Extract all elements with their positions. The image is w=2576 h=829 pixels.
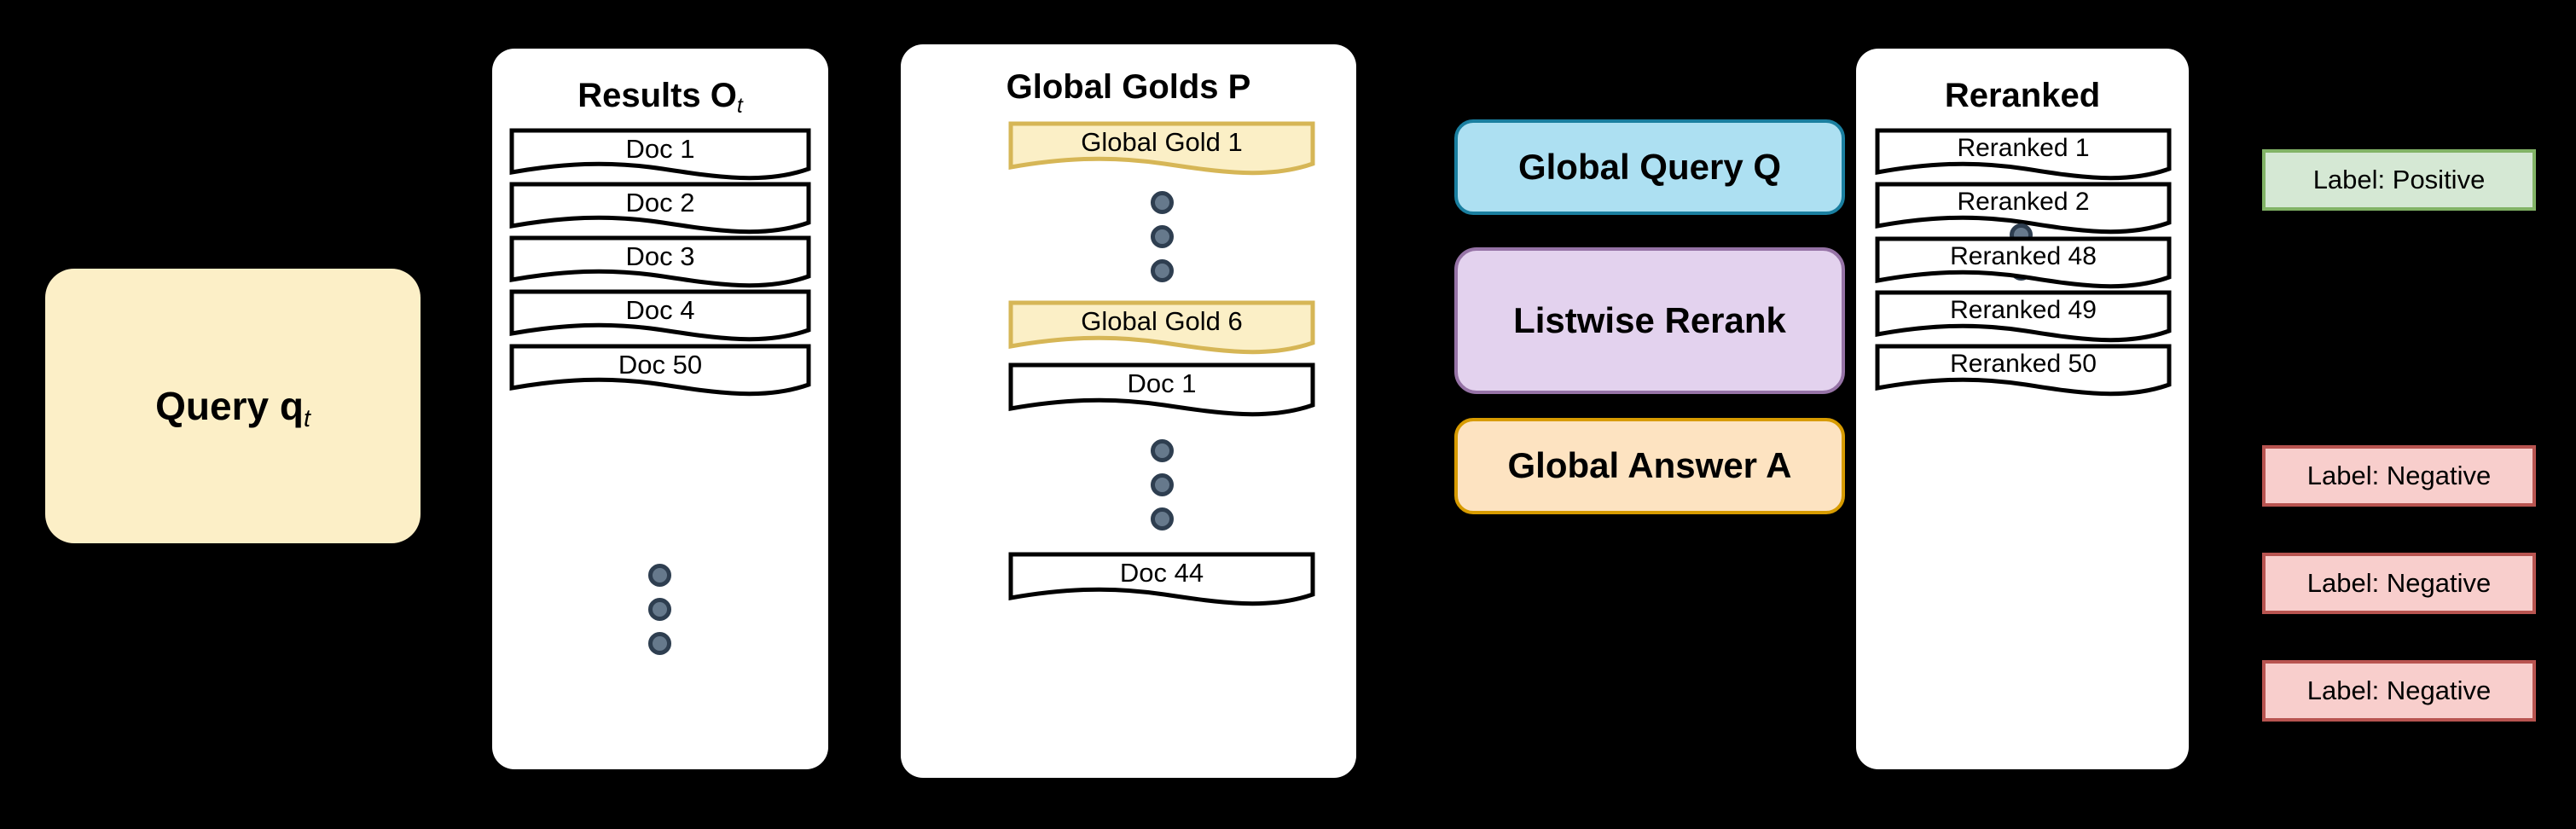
status-badge-label: Label: Negative (2306, 461, 2492, 490)
doc-item-label: Doc 1 (1127, 368, 1197, 398)
reranked-item-label: Reranked 50 (1950, 350, 2097, 378)
doc-item-label: Doc 44 (1119, 558, 1204, 588)
global-gold-item-label: Global Gold 6 (1081, 306, 1243, 336)
reranked-item-label: Reranked 2 (1957, 188, 2090, 216)
global-gold-item-label: Global Gold 1 (1081, 127, 1243, 157)
listwise-rerank-node[interactable]: Listwise Rerank (1454, 247, 1845, 394)
ellipsis-dot (1151, 259, 1174, 282)
reranked-item[interactable]: Reranked 2 (1875, 182, 2172, 235)
query-node-subscript: t (303, 405, 310, 433)
reranked-item-label: Reranked 49 (1950, 296, 2097, 324)
reranked-item-label: Reranked 1 (1957, 134, 2090, 162)
results-panel-title-text: Results O (577, 77, 737, 114)
doc-item[interactable]: Doc 3 (509, 235, 811, 288)
reranked-item-label: Reranked 48 (1950, 242, 2097, 270)
global-answer-node-label: Global Answer A (1507, 445, 1792, 486)
doc-item-label: Doc 3 (625, 241, 695, 271)
global-query-node-label: Global Query Q (1517, 146, 1782, 187)
status-badge-negative: Label: Negative (2262, 660, 2536, 722)
doc-item[interactable]: Doc 2 (509, 182, 811, 235)
query-node-label: Query qt (155, 383, 310, 432)
doc-item[interactable]: Doc 50 (509, 344, 811, 397)
listwise-rerank-node-label: Listwise Rerank (1513, 299, 1786, 340)
doc-item-label: Doc 2 (625, 188, 695, 217)
doc-item[interactable]: Doc 44 (1008, 552, 1315, 606)
ellipsis-dot (648, 564, 671, 587)
vertical-ellipsis-icon (648, 564, 671, 655)
reranked-panel: Reranked Reranked 1 Reranked 2 Reranked … (1856, 49, 2189, 769)
doc-item-label: Doc 4 (625, 295, 695, 325)
global-gold-item[interactable]: Global Gold 6 (1008, 300, 1315, 355)
reranked-item[interactable]: Reranked 50 (1875, 344, 2172, 397)
global-answer-node[interactable]: Global Answer A (1454, 418, 1845, 514)
ellipsis-dot (1151, 225, 1174, 248)
results-panel-title-subscript: t (736, 95, 743, 119)
doc-item[interactable]: Doc 1 (509, 128, 811, 181)
doc-item-label: Doc 1 (625, 134, 695, 164)
status-badge-label: Label: Negative (2306, 568, 2492, 598)
status-badge-positive: Label: Positive (2262, 149, 2536, 211)
vertical-ellipsis-icon (1151, 439, 1174, 530)
ellipsis-dot (1151, 473, 1174, 496)
query-node[interactable]: Query qt (45, 269, 421, 543)
golds-panel: Global Golds P Global Gold 1 Global Gold… (901, 44, 1356, 778)
ellipsis-dot (648, 632, 671, 655)
status-badge-label: Label: Negative (2306, 675, 2492, 705)
results-panel-title: Results Ot (492, 77, 828, 119)
golds-panel-title: Global Golds P (1006, 68, 1251, 106)
ellipsis-dot (1151, 507, 1174, 530)
reranked-item[interactable]: Reranked 49 (1875, 290, 2172, 343)
ellipsis-dot (1151, 191, 1174, 214)
reranked-item[interactable]: Reranked 1 (1875, 128, 2172, 181)
status-badge-negative: Label: Negative (2262, 445, 2536, 507)
global-query-node[interactable]: Global Query Q (1454, 119, 1845, 215)
status-badge-negative: Label: Negative (2262, 553, 2536, 614)
ellipsis-dot (648, 598, 671, 621)
reranked-panel-title: Reranked (1944, 77, 2101, 114)
global-gold-item[interactable]: Global Gold 1 (1008, 121, 1315, 176)
status-badge-label: Label: Positive (2312, 165, 2486, 194)
reranked-item[interactable]: Reranked 48 (1875, 236, 2172, 289)
vertical-ellipsis-icon (1151, 191, 1174, 282)
doc-item[interactable]: Doc 4 (509, 289, 811, 342)
query-node-text: Query q (155, 383, 304, 428)
doc-item-label: Doc 50 (618, 350, 703, 380)
ellipsis-dot (1151, 439, 1174, 462)
results-panel: Results Ot Doc 1 Doc 2 Doc 3 Doc 4 Doc 5… (492, 49, 828, 769)
doc-item[interactable]: Doc 1 (1008, 362, 1315, 417)
